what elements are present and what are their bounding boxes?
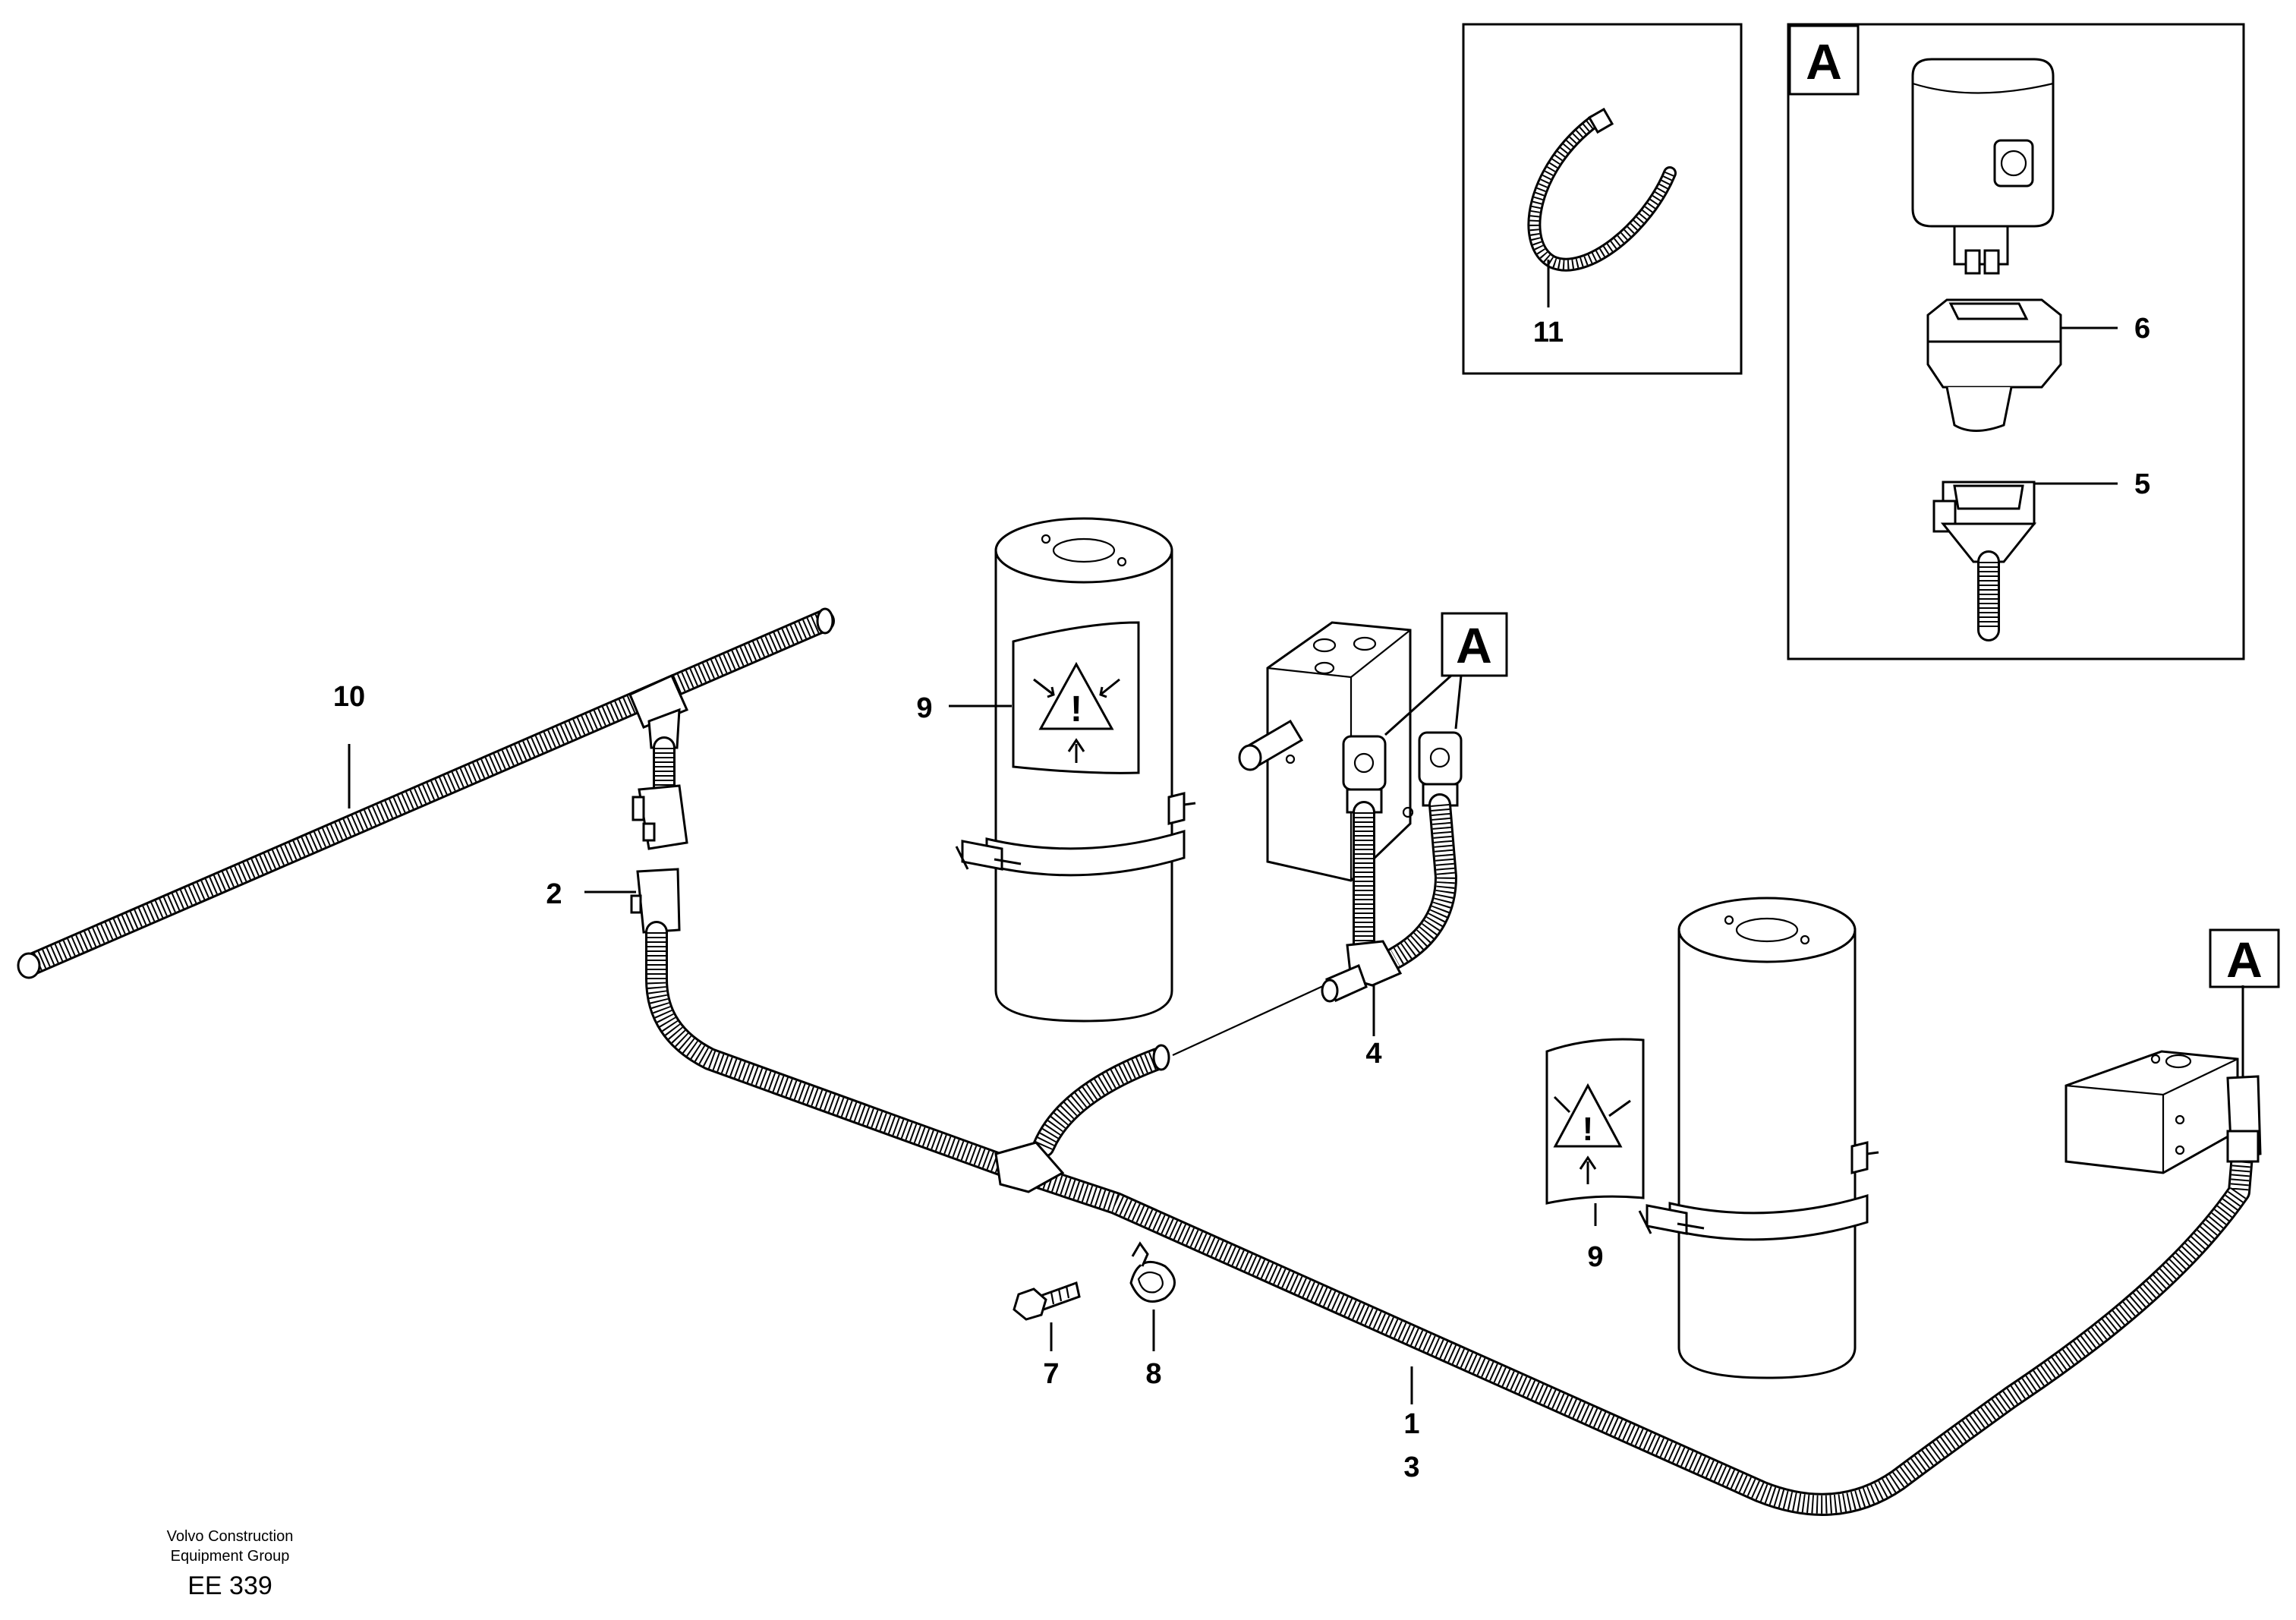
conduit-10: 10: [17, 607, 835, 979]
solenoid-valve-right: A: [2065, 928, 2280, 1174]
bolt-7: 7: [1013, 1281, 1081, 1390]
callout-8: 8: [1145, 1358, 1161, 1390]
valve-block-detail-letter: A: [1456, 617, 1492, 673]
callout-6: 6: [2134, 313, 2150, 345]
solenoid-coil: [1911, 58, 2055, 275]
clip-8: 8: [1129, 1241, 1176, 1390]
footer-drawing-code: EE 339: [187, 1571, 272, 1600]
callout-2: 2: [546, 878, 562, 910]
connector-seal-6: 6: [1926, 298, 2150, 432]
inset-detail-letter: A: [1806, 33, 1842, 90]
callout-10: 10: [333, 681, 365, 713]
callout-11: 11: [1533, 317, 1564, 348]
accumulator-right: ! 9: [1545, 897, 1879, 1379]
callout-3: 3: [1403, 1451, 1419, 1483]
callout-9-right: 9: [1587, 1241, 1603, 1273]
footer-company-line-2: Equipment Group: [171, 1548, 290, 1565]
inset-detail-a: A 6 5: [1787, 23, 2245, 660]
valve-block: A 4: [1238, 612, 1508, 1070]
inset-cable-tie: 11: [1462, 23, 1743, 375]
callout-5: 5: [2134, 468, 2150, 500]
callout-1: 1: [1403, 1408, 1419, 1440]
callout-7: 7: [1043, 1358, 1059, 1390]
footer: Volvo Construction Equipment Group EE 33…: [167, 1528, 294, 1600]
harness-1-3: 1 3: [645, 921, 2254, 1516]
callout-4: 4: [1365, 1038, 1381, 1070]
solenoid-detail-letter: A: [2226, 931, 2263, 988]
callout-9-left: 9: [916, 692, 932, 724]
connector-plug-5: 5: [1932, 468, 2150, 641]
accumulator-left: ! 9: [916, 517, 1196, 1023]
footer-company-line-1: Volvo Construction: [167, 1528, 294, 1545]
svg-text:!: !: [1583, 1111, 1594, 1148]
connector-2: 2: [546, 868, 681, 934]
svg-text:!: !: [1070, 689, 1082, 730]
